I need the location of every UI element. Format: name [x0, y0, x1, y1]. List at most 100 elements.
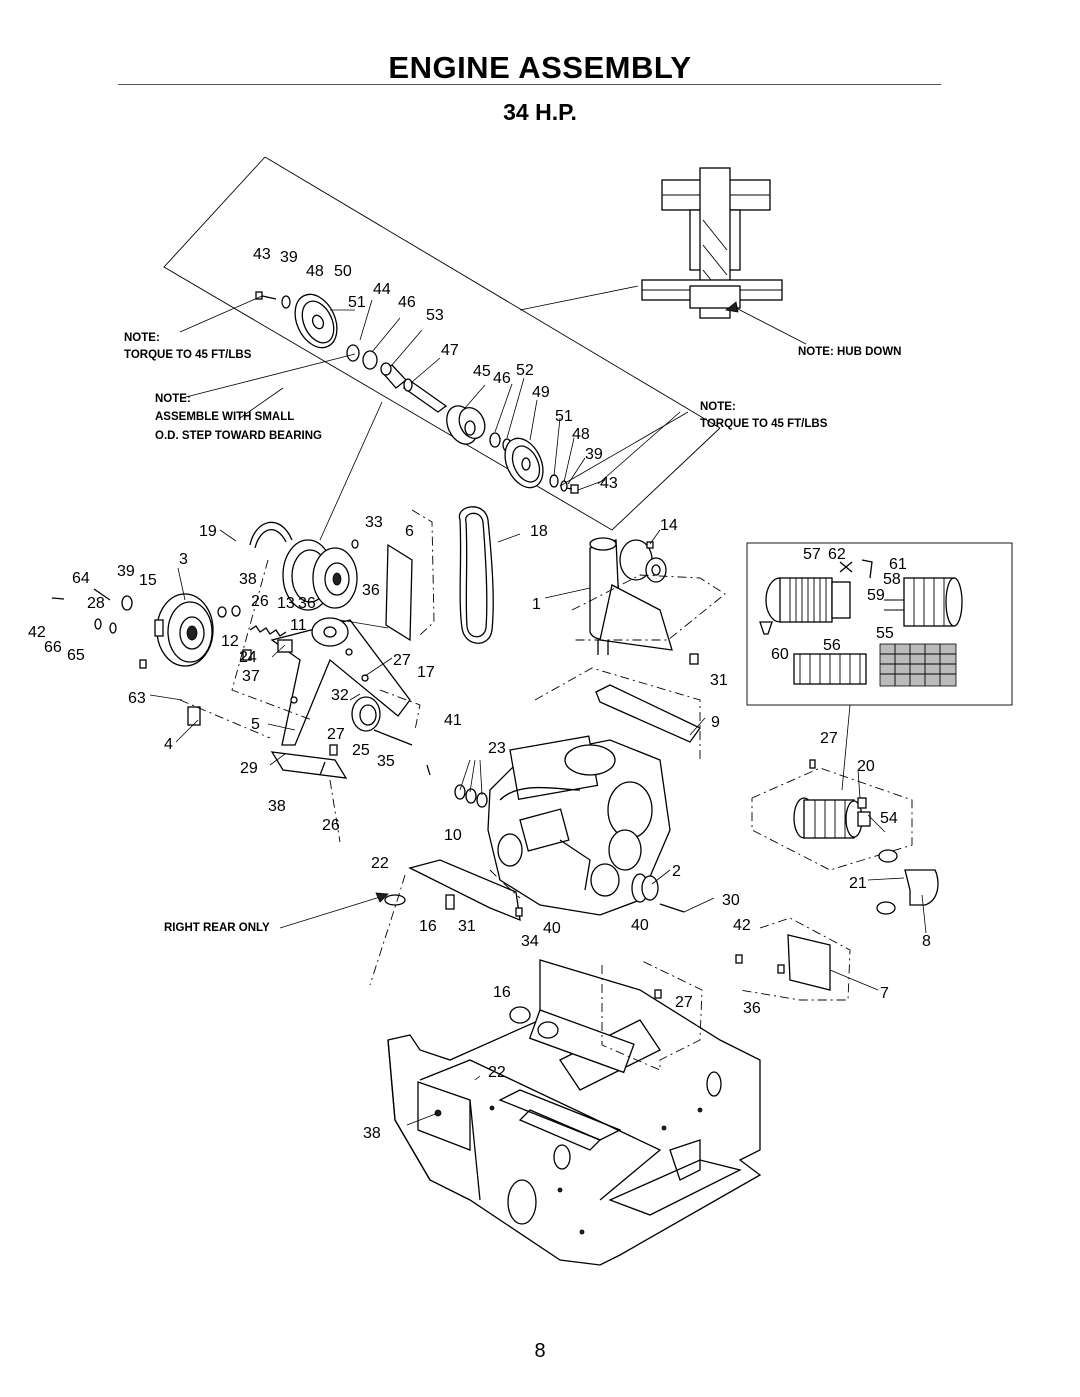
callout: 40 [631, 917, 649, 934]
callout: 55 [876, 625, 894, 642]
callout: 56 [823, 637, 841, 654]
bolt-43-top [255, 291, 277, 300]
hub-45 [446, 405, 486, 445]
idler-pulley-33 [282, 539, 358, 611]
nut-40 [515, 907, 523, 917]
callout: 61 [889, 556, 907, 573]
frame-chassis [387, 959, 762, 1266]
callout: 27 [820, 730, 838, 747]
pulley-2 [631, 873, 659, 903]
valve-60 [759, 621, 773, 635]
callout: 46 [493, 370, 511, 387]
callout: 39 [280, 249, 298, 266]
pulley-assembly-group [163, 156, 721, 531]
callout: 7 [880, 985, 889, 1002]
callout: 15 [139, 572, 157, 589]
svg-text:O.D. STEP TOWARD BEARING: O.D. STEP TOWARD BEARING [155, 430, 322, 442]
callout: 39 [117, 563, 135, 580]
callout: 29 [240, 760, 258, 777]
pulley-49 [504, 437, 544, 489]
nut-14 [646, 541, 654, 549]
callout: 22 [371, 855, 389, 872]
air-filter-housing-57 [765, 577, 851, 623]
spacer-tube-53 [380, 362, 407, 389]
callout: 14 [660, 517, 678, 534]
drive-belt-18 [458, 506, 494, 644]
spring-12 [249, 625, 287, 637]
callout: 13 [277, 595, 295, 612]
svg-text:ASSEMBLE WITH SMALL: ASSEMBLE WITH SMALL [155, 411, 294, 423]
spacer-51-lower [549, 474, 559, 488]
bolt-31 [689, 653, 699, 665]
note-right-rear: RIGHT REAR ONLY [164, 922, 270, 934]
callout: 4 [164, 736, 173, 753]
callout: 16 [419, 918, 437, 935]
callouts-air-cleaner: 27 20 54 21 8 7 [820, 730, 931, 1002]
svg-text:NOTE:: NOTE: [700, 401, 736, 413]
bracket-37 [277, 639, 293, 653]
callout: 58 [883, 571, 901, 588]
elbow-21 [904, 869, 939, 906]
callout: 50 [334, 263, 352, 280]
frame-hole-large [507, 1179, 537, 1225]
spacer-51-top [346, 344, 360, 362]
callout: 54 [880, 810, 898, 827]
exhaust-tip [645, 557, 667, 583]
callout: 2 [672, 863, 681, 880]
shield-6 [385, 543, 413, 642]
plate-7 [787, 934, 831, 991]
callout: 5 [251, 716, 260, 733]
callout: 40 [543, 920, 561, 937]
svg-text:NOTE:: NOTE: [124, 332, 160, 344]
callout: 47 [441, 342, 459, 359]
callout: 57 [803, 546, 821, 563]
svg-text:NOTE: HUB DOWN: NOTE: HUB DOWN [798, 346, 902, 358]
callout: 42 [733, 917, 751, 934]
bolt-43-lower [565, 484, 579, 494]
callout: 23 [488, 740, 506, 757]
washer-38 [217, 606, 227, 618]
muffler-group [571, 537, 726, 665]
note-torque-right: NOTE: TORQUE TO 45 FT/LBS [700, 401, 828, 430]
o-rings-23 [454, 784, 488, 808]
belt-guard-19 [249, 521, 293, 546]
pulley-48-top [294, 293, 338, 349]
valve-54 [857, 797, 867, 809]
svg-text:NOTE:: NOTE: [155, 393, 191, 405]
callout: 20 [857, 758, 875, 775]
clutch-3 [154, 593, 214, 667]
clamp-lower [876, 901, 896, 915]
hub-connector-line [519, 285, 639, 311]
air-cleaner-group [751, 759, 939, 934]
callout: 34 [521, 933, 539, 950]
callouts-filter: 57 62 61 58 59 55 56 60 [771, 546, 907, 663]
callout: 1 [532, 596, 541, 613]
air-cleaner-20 [793, 797, 871, 839]
washer-15 [121, 595, 133, 611]
bracket-38-lower [417, 1081, 471, 1151]
callout: 35 [377, 753, 395, 770]
callout: 9 [711, 714, 720, 731]
filter-element-55 [879, 643, 957, 687]
bolt-27-air [809, 759, 816, 769]
callout: 25 [352, 742, 370, 759]
callout: 18 [530, 523, 548, 540]
callout: 65 [67, 647, 85, 664]
callout: 24 [239, 649, 257, 666]
callout: 39 [585, 446, 603, 463]
callout: 17 [417, 664, 435, 681]
callout: 21 [849, 875, 867, 892]
end-cap-58 [903, 577, 963, 627]
callout: 30 [722, 892, 740, 909]
callout: 53 [426, 307, 444, 324]
callout: 8 [922, 933, 931, 950]
pulley-box-outline [163, 156, 721, 531]
bolt-36-frame [777, 964, 785, 974]
callout: 43 [600, 475, 618, 492]
plate-9 [595, 684, 701, 743]
bearing-44 [362, 350, 378, 370]
callout: 37 [242, 668, 260, 685]
callout: 10 [444, 827, 462, 844]
callout: 60 [771, 646, 789, 663]
callout: 22 [488, 1064, 506, 1081]
